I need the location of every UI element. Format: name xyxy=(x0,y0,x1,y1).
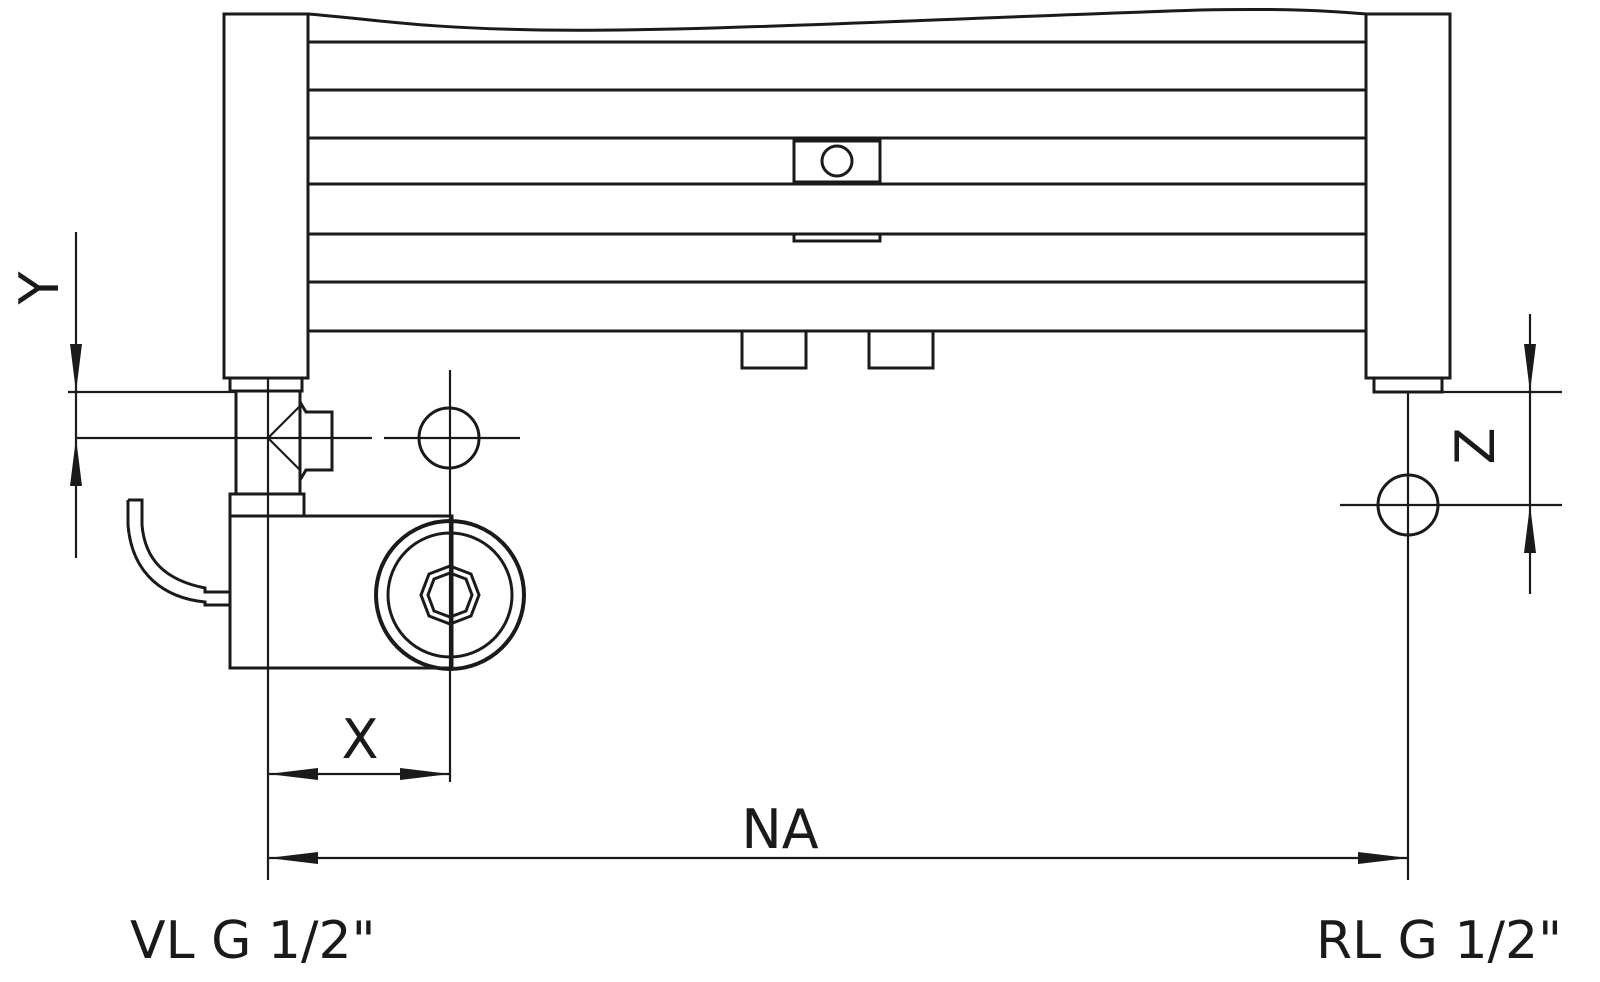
dimension-z-label: Z xyxy=(1444,428,1507,465)
dimension-x: X xyxy=(268,708,450,780)
right-foot xyxy=(1372,376,1444,394)
dimension-na-label: NA xyxy=(741,798,818,861)
right-column xyxy=(1364,12,1452,380)
dimension-y: Y xyxy=(8,232,82,558)
left-foot xyxy=(228,376,304,393)
dimension-na: NA xyxy=(268,798,1408,864)
left-column xyxy=(222,12,310,380)
bottom-block xyxy=(867,329,935,370)
center-lines xyxy=(68,370,1562,880)
valve-assembly xyxy=(126,389,526,671)
radiator xyxy=(222,7,1452,394)
horizontal-tubes xyxy=(308,40,1366,333)
dimension-z: Z xyxy=(1444,314,1536,594)
bottom-block xyxy=(740,329,808,370)
return-connection-label: RL G 1/2" xyxy=(1316,911,1562,971)
top-break-edge xyxy=(307,7,1367,32)
mounting-bracket xyxy=(792,139,882,243)
cable xyxy=(126,498,230,607)
flow-connection-label: VL G 1/2" xyxy=(130,911,376,971)
dimension-x-label: X xyxy=(342,708,379,771)
dimension-y-label: Y xyxy=(8,271,71,306)
